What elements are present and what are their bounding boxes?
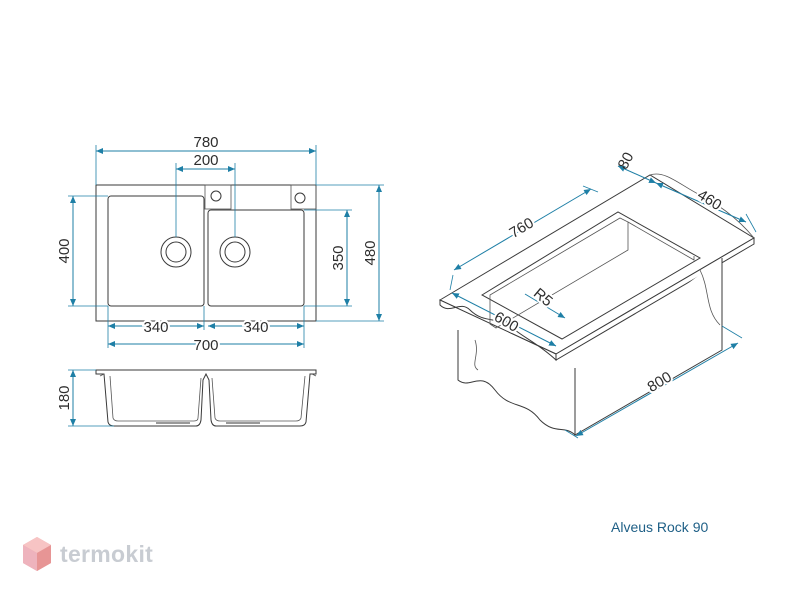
label-bowl-depth-right: 350 — [330, 245, 347, 270]
dim-line-800 — [575, 342, 739, 437]
side-section-view: 180 — [54, 369, 317, 427]
label-cabinet-side-depth: 80 — [615, 150, 638, 173]
cabinet-front-face — [457, 330, 576, 437]
dim-line-80 — [617, 165, 657, 184]
brand-name: termokit — [60, 540, 154, 567]
label-overall-depth: 480 — [362, 240, 379, 265]
label-hole-spacing: 200 — [193, 152, 218, 169]
label-bowl-width-right: 340 — [243, 319, 268, 336]
sink-section-outline — [95, 369, 317, 427]
left-bowl — [107, 195, 205, 307]
dim-line-460 — [655, 182, 747, 223]
cabinet-iso-view: 760 80 460 R5 600 800 — [438, 150, 757, 439]
label-bowls-total-width: 700 — [193, 337, 218, 354]
dim-line-760 — [453, 188, 592, 271]
label-overall-width: 780 — [193, 134, 218, 151]
countertop-right-edge — [555, 237, 755, 361]
model-caption: Alveus Rock 90 — [611, 519, 709, 535]
drain-right-inner — [224, 241, 246, 263]
label-bowl-height: 180 — [56, 385, 73, 410]
tap-hole-box-right — [290, 184, 317, 210]
hexagon-logo-icon — [23, 537, 51, 571]
drain-left-inner — [165, 241, 187, 263]
right-bowl — [207, 209, 305, 307]
label-bowl-depth-left: 400 — [56, 238, 73, 263]
label-cutout-length: 760 — [507, 214, 537, 241]
tap-hole-right — [294, 192, 306, 204]
dim-line-r5 — [524, 293, 566, 319]
brand-logo: termokit — [22, 534, 153, 574]
top-view: 780 200 400 350 480 340 340 700 — [54, 134, 384, 356]
label-bowl-width-left: 340 — [143, 319, 168, 336]
tap-hole-left — [210, 190, 222, 202]
sink-outline-top — [95, 184, 317, 322]
dim-line-600 — [451, 292, 557, 347]
tap-hole-box-left — [204, 184, 232, 210]
